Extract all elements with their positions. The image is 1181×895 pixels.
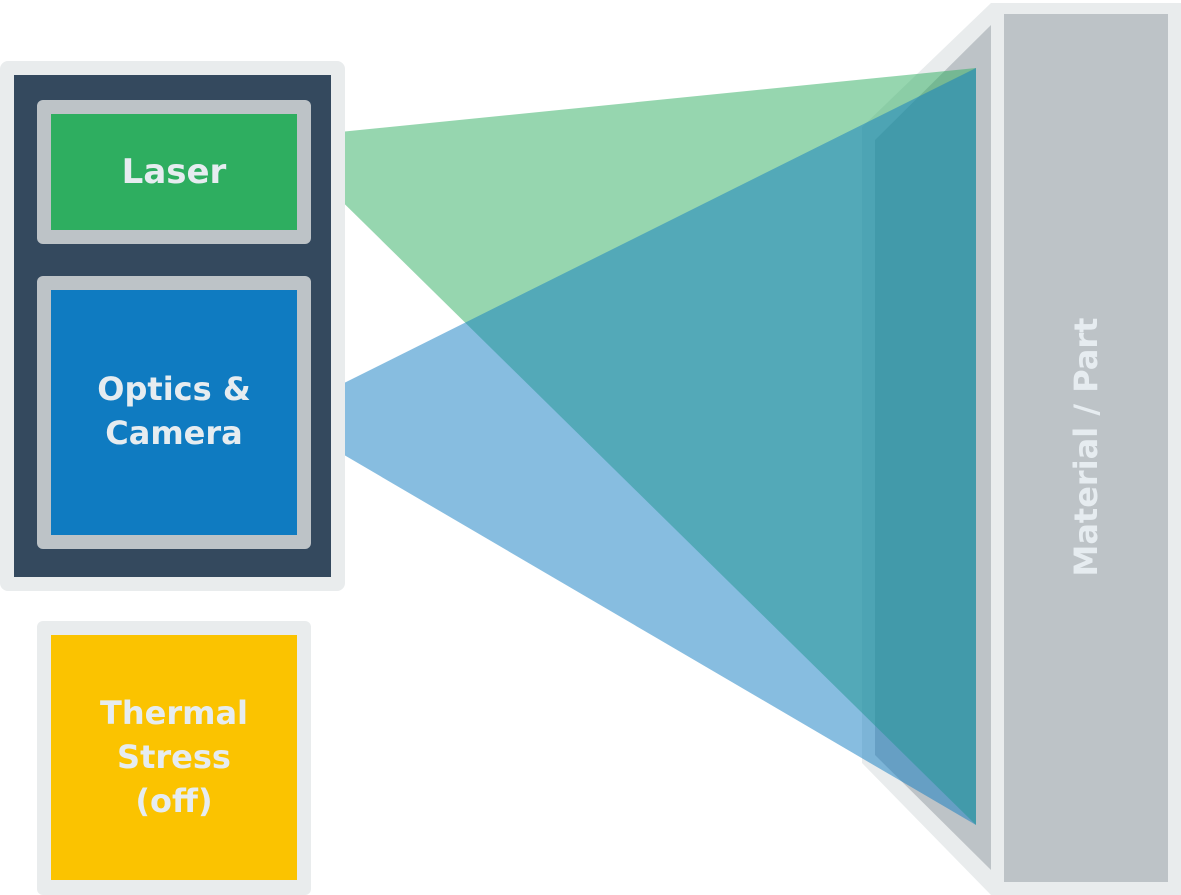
thermal-label-line3: (off) (135, 782, 212, 820)
thermal-stress-block (51, 635, 297, 880)
thermal-label-line2: Stress (117, 738, 231, 776)
material-part-block (1004, 14, 1168, 882)
optics-label-line2: Camera (105, 414, 243, 452)
laser-block (51, 114, 297, 230)
optics-label-line1: Optics & (97, 370, 250, 408)
thermal-label-line1: Thermal (100, 694, 248, 732)
material-part-label: Material / Part (1067, 318, 1105, 577)
optics-camera-block (51, 290, 297, 535)
laser-label: Laser (122, 152, 227, 192)
optics-beam (310, 68, 976, 825)
